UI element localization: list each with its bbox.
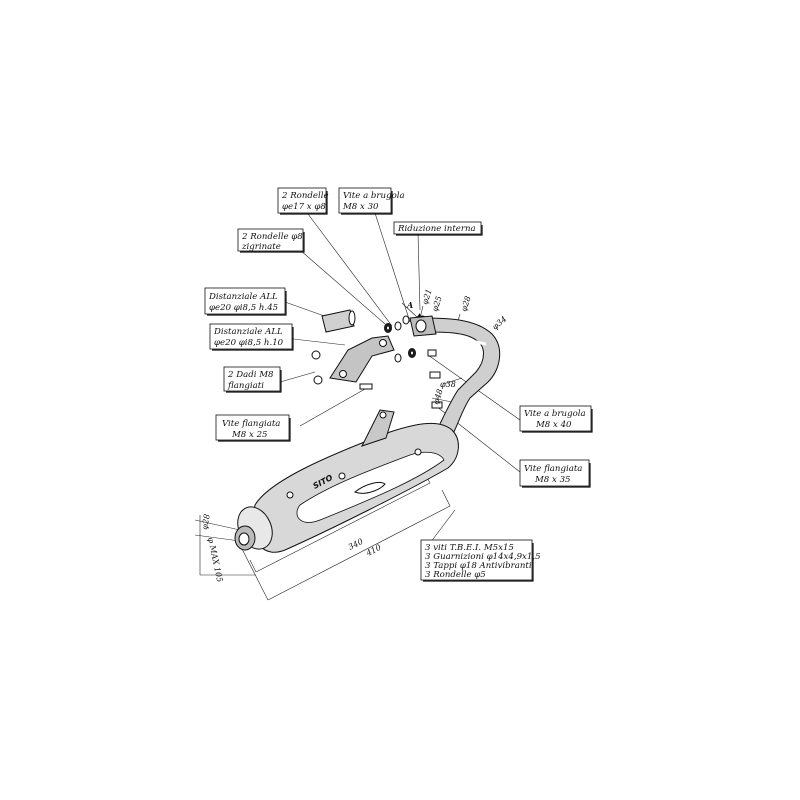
callout-rondelle2-line2: φe17 x φ8 [282,202,326,212]
dim-d25: φ25 [430,295,443,313]
callout-dadi: 2 Dadi M8 flangiati [223,366,282,393]
mounting-bracket [329,335,395,383]
header-pipe [409,315,501,441]
callout-kit-line2: 3 Guarnizioni φ14x4,9x1,5 [425,552,541,562]
callout-kit: 3 viti T.B.E.I. M5x15 3 Guarnizioni φ14x… [420,539,541,582]
callout-rondelle2: 2 Rondelle φe17 x φ8 [277,187,329,215]
callout-distanziale-10-line1: Distanziale ALL [213,327,283,337]
callout-dadi-line1: 2 Dadi M8 [227,370,274,380]
view-a-label: A [406,300,413,310]
callout-kit-line4: 3 Rondelle φ5 [425,570,486,580]
callout-vite-flangiata-25-line1: Vite flangiata [222,419,280,429]
callout-kit-line3: 3 Tappi φ18 Antivibranti [425,561,532,571]
callout-vite-brugola-30-line1: Vite a brugola [343,191,405,201]
dim-d28-pipe: φ28 [459,295,472,313]
dim-len410: 410 [364,543,383,558]
callout-distanziale-45: Distanziale ALL φe20 φi8,5 h.45 [204,287,287,316]
callout-distanziale-10-line2: φe20 φi8,5 h.10 [214,338,284,348]
callout-vite-brugola-40-line1: Vite a brugola [524,409,586,419]
dim-d28-outlet: φ28 [200,513,212,530]
callout-distanziale-45-line2: φe20 φi8,5 h.45 [209,303,278,313]
callout-vite-brugola-30: Vite a brugola M8 x 30 [338,187,405,215]
dim-d48: φ48 [431,388,444,406]
callout-vite-brugola-30-line2: M8 x 30 [342,202,379,212]
callout-vite-flangiata-35-line1: Vite flangiata [524,464,582,474]
dim-max105: φ MAX 105 [206,537,224,583]
callout-distanziale-10: Distanziale ALL φe20 φi8,5 h.10 [209,323,294,351]
callout-vite-flangiata-25-line2: M8 x 25 [231,430,268,440]
callout-vite-flangiata-35-line2: M8 x 35 [534,475,571,485]
dimension-lines [194,305,495,601]
callout-vite-brugola-40-line2: M8 x 40 [535,420,572,430]
callout-vite-flangiata-25: Vite flangiata M8 x 25 [215,414,291,442]
callout-dadi-line2: flangiati [227,381,264,391]
muffler: SITO [234,409,459,553]
callout-rondelle-zigrinate-line1: 2 Rondelle φ8 [241,232,303,242]
fasteners [311,315,443,409]
callout-rondelle-zigrinate-line2: zigrinate [241,242,281,252]
dim-len340: 340 [347,537,365,552]
spacer-h45 [321,309,356,333]
dim-d34: φ34 [491,314,509,331]
callout-riduzione: Riduzione interna [393,221,483,236]
callout-kit-line1: 3 viti T.B.E.I. M5x15 [425,543,514,553]
dim-d38: φ38 [440,380,456,389]
callout-vite-flangiata-35: Vite flangiata M8 x 35 [519,459,591,488]
callout-riduzione-line1: Riduzione interna [397,224,476,234]
callout-rondelle2-line1: 2 Rondelle [281,191,329,201]
callout-distanziale-45-line1: Distanziale ALL [208,292,278,302]
callout-vite-brugola-40: Vite a brugola M8 x 40 [519,405,593,433]
callout-rondelle-zigrinate: 2 Rondelle φ8 zigrinate [237,228,305,253]
